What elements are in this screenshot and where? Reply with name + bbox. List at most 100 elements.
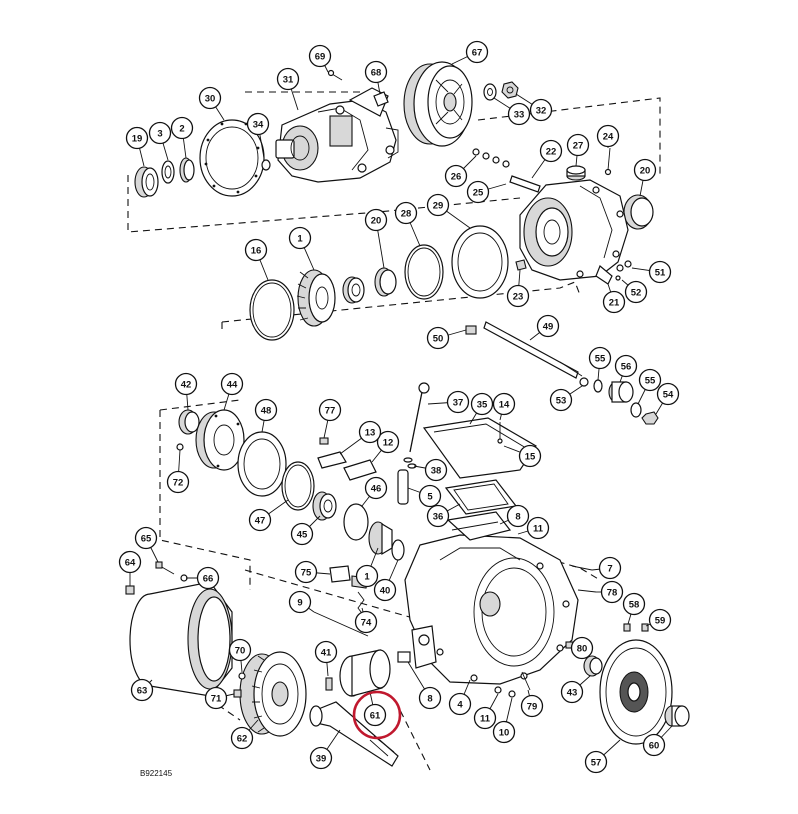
rod-9 xyxy=(313,611,369,637)
callout-63: 63 xyxy=(130,678,154,702)
callout-label-8: 8 xyxy=(427,693,432,704)
callout-23: 23 xyxy=(506,284,530,308)
callout-bubble-15 xyxy=(518,444,542,468)
callout-label-49: 49 xyxy=(543,321,554,332)
callout-7: 7 xyxy=(598,556,622,580)
callout-61: 61 xyxy=(363,703,387,727)
callout-bubble-79 xyxy=(520,694,544,718)
cover-44 xyxy=(195,409,245,471)
bolt-14 xyxy=(497,422,503,444)
callout-bubble-37 xyxy=(446,390,470,414)
callout-label-32: 32 xyxy=(536,105,547,116)
callout-80: 80 xyxy=(570,636,594,660)
pin-72 xyxy=(176,443,184,451)
callout-45: 45 xyxy=(290,522,314,546)
callout-label-61: 61 xyxy=(370,710,381,721)
callout-19: 19 xyxy=(125,126,149,150)
callout-65: 65 xyxy=(134,526,158,550)
callout-label-68: 68 xyxy=(371,67,382,78)
callout-26: 26 xyxy=(444,164,468,188)
lever-68 xyxy=(373,91,389,107)
callout-label-30: 30 xyxy=(205,93,216,104)
bolt-23 xyxy=(515,259,527,271)
callout-bubble-56 xyxy=(614,354,638,378)
callout-51: 51 xyxy=(648,260,672,284)
callout-label-20: 20 xyxy=(371,215,382,226)
callout-bubble-59 xyxy=(648,608,672,632)
callout-label-27: 27 xyxy=(573,140,584,151)
washer-33 xyxy=(483,83,497,101)
callout-bubble-53 xyxy=(549,388,573,412)
callout-label-56: 56 xyxy=(621,361,632,372)
callout-bubble-57 xyxy=(584,750,608,774)
callout-label-79: 79 xyxy=(527,701,538,712)
shim-2 xyxy=(179,157,195,183)
shims-26 xyxy=(472,148,510,168)
callout-label-1: 1 xyxy=(364,571,370,582)
callout-label-26: 26 xyxy=(451,171,462,182)
plate-12 xyxy=(343,459,377,481)
callout-bubble-64 xyxy=(118,550,142,574)
callout-36: 36 xyxy=(426,504,450,528)
callout-label-37: 37 xyxy=(453,397,464,408)
callout-label-7: 7 xyxy=(607,563,612,574)
callout-label-50: 50 xyxy=(433,333,444,344)
bolt-71 xyxy=(233,689,242,698)
callout-bubble-42 xyxy=(174,372,198,396)
callout-38: 38 xyxy=(424,458,448,482)
callout-13: 13 xyxy=(358,420,382,444)
gear-62 xyxy=(239,651,307,737)
callout-4: 4 xyxy=(448,692,472,716)
callout-bubble-35 xyxy=(470,392,494,416)
callout-70: 70 xyxy=(228,638,252,662)
callout-33: 33 xyxy=(507,102,531,126)
callout-bubble-61 xyxy=(363,703,387,727)
callout-41: 41 xyxy=(314,640,338,664)
callout-1-b: 1 xyxy=(355,564,379,588)
callout-label-13: 13 xyxy=(365,427,376,438)
callout-bubble-77 xyxy=(318,398,342,422)
callout-3: 3 xyxy=(148,121,172,145)
callout-bubble-60 xyxy=(642,733,666,757)
callout-label-12: 12 xyxy=(383,437,394,448)
callout-25: 25 xyxy=(466,180,490,204)
seal-43 xyxy=(583,655,603,677)
callout-57: 57 xyxy=(584,750,608,774)
callout-label-34: 34 xyxy=(253,119,264,130)
o-ring-28 xyxy=(404,244,444,300)
bolt-79 xyxy=(521,671,531,691)
pinion-gear xyxy=(368,521,393,556)
callout-21: 21 xyxy=(602,290,626,314)
callout-10: 10 xyxy=(492,720,516,744)
callout-40: 40 xyxy=(373,578,397,602)
housing-21 xyxy=(519,179,629,285)
document-code: B922145 xyxy=(140,769,173,778)
callout-8-b: 8 xyxy=(506,504,530,528)
callout-label-4: 4 xyxy=(457,699,463,710)
callout-label-46: 46 xyxy=(371,483,382,494)
callout-29: 29 xyxy=(426,193,450,217)
callout-label-9: 9 xyxy=(297,597,302,608)
callout-74: 74 xyxy=(354,610,378,634)
callout-label-33: 33 xyxy=(514,109,525,120)
callout-67: 67 xyxy=(465,40,489,64)
callout-label-23: 23 xyxy=(513,291,524,302)
callout-bubble-49 xyxy=(536,314,560,338)
callout-label-36: 36 xyxy=(433,511,444,522)
callout-71: 71 xyxy=(204,686,228,710)
tube-5 xyxy=(397,469,409,505)
callout-bubble-8 xyxy=(418,686,442,710)
race-3 xyxy=(161,160,175,184)
callout-label-1: 1 xyxy=(297,233,303,244)
callout-bubble-10 xyxy=(492,720,516,744)
callout-label-51: 51 xyxy=(655,267,666,278)
callout-bubble-36 xyxy=(426,504,450,528)
callout-bubble-24 xyxy=(596,124,620,148)
callout-label-11: 11 xyxy=(533,523,544,534)
callout-8: 8 xyxy=(418,686,442,710)
callout-bubble-43 xyxy=(560,680,584,704)
callout-label-44: 44 xyxy=(227,379,238,390)
callout-bubble-47 xyxy=(248,508,272,532)
callout-60: 60 xyxy=(642,733,666,757)
